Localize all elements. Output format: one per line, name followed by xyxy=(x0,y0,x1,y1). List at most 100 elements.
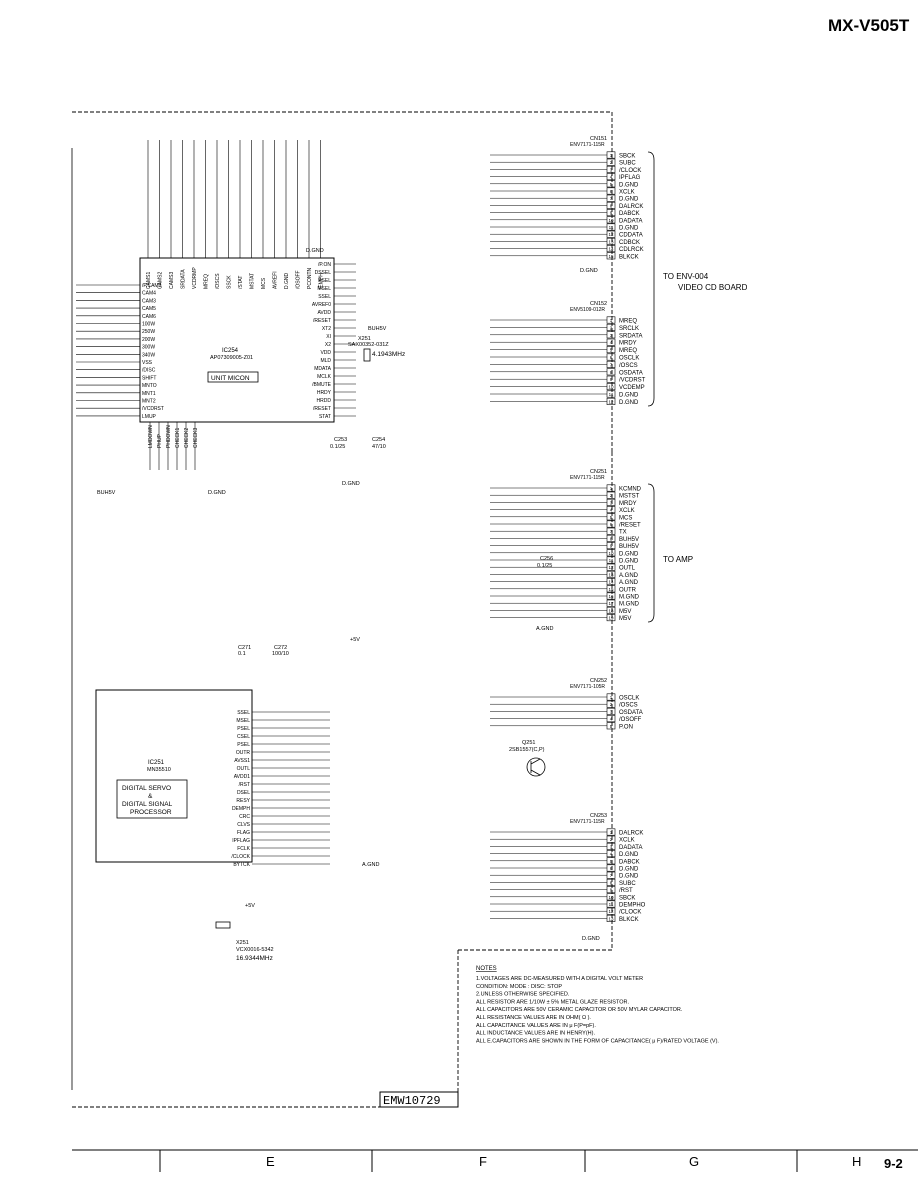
ic251-right-pin: CRC xyxy=(239,814,250,820)
cn251-pin: A.GND xyxy=(619,580,639,586)
cn152-pin: MRDY xyxy=(619,341,637,347)
ic254-left-pin: VSS xyxy=(142,360,153,366)
cn252-part: ENV7171-105R xyxy=(570,684,605,690)
ic254-left-pin: 340W xyxy=(142,352,155,358)
cn151-pin: DADATA xyxy=(619,218,642,224)
grid-col-g: G xyxy=(689,1154,699,1169)
ic251-desc-3: DIGITAL SIGNAL xyxy=(122,801,173,808)
capacitors: C253 0.1/25 C254 47/10 C256 0.1/25 C271 … xyxy=(238,437,553,657)
ic254-left-pin: MNTO xyxy=(142,383,157,389)
cn152-ref: CN152 xyxy=(590,301,607,307)
ic254-top-pin: SSCK xyxy=(227,275,233,289)
x251-ref: X251 xyxy=(358,336,371,342)
rail-bu5v-a: BUH5V xyxy=(368,326,387,332)
ic254-right-pin: HRDD xyxy=(317,398,332,404)
cn252-pin: OSDATA xyxy=(619,710,643,716)
svg-text:15: 15 xyxy=(608,587,614,592)
svg-text:3: 3 xyxy=(610,844,613,849)
rail-p5v-a: +5V xyxy=(350,637,360,643)
ic254-right-pin: XT2 xyxy=(322,326,331,332)
c256-val: 0.1/25 xyxy=(537,563,552,569)
svg-text:3: 3 xyxy=(610,333,613,338)
svg-text:15: 15 xyxy=(608,254,614,259)
svg-text:9: 9 xyxy=(610,888,613,893)
svg-text:10: 10 xyxy=(608,385,614,390)
cn251-pin: M.GND xyxy=(619,595,640,601)
svg-text:10: 10 xyxy=(608,895,614,900)
svg-text:3: 3 xyxy=(610,167,613,172)
cn253-pin: SBCK xyxy=(619,895,635,901)
note-line: ALL RESISTOR ARE 1/10W ± 5% METAL GLAZE … xyxy=(476,999,629,1005)
svg-text:6: 6 xyxy=(610,522,613,527)
svg-text:11: 11 xyxy=(609,902,614,907)
cn152-pin: D.GND xyxy=(619,393,639,399)
ic251-right-pin: SSEL xyxy=(237,710,250,716)
cn152-pin: MREQ xyxy=(619,319,637,325)
ic254-right-pin: /RESET xyxy=(313,318,331,324)
ic254-bottom-pin: LMDOWN xyxy=(148,425,154,448)
svg-text:6: 6 xyxy=(610,189,613,194)
ic254-left-pin: 100W xyxy=(142,322,155,328)
notes-block: NOTES 1.VOLTAGES ARE DC-MEASURED WITH A … xyxy=(476,966,719,1044)
svg-text:16: 16 xyxy=(608,594,614,599)
ic254-left-pin: CAM4 xyxy=(142,291,156,297)
cn251-pin: MCS xyxy=(619,515,632,521)
ic254-right-pin: AVDD xyxy=(317,310,331,316)
svg-text:5: 5 xyxy=(610,859,613,864)
cn152-pin: MREQ xyxy=(619,348,637,354)
ic254-right-pin: MSEL xyxy=(317,286,331,292)
cn251-pin: /RESET xyxy=(619,523,641,529)
svg-text:11: 11 xyxy=(609,225,614,230)
cn253-pin: /RST xyxy=(619,888,633,894)
cn151-pin: D.GND xyxy=(619,226,639,232)
cn151-ref: CN151 xyxy=(590,136,607,142)
ic251-right-pin: OUTL xyxy=(237,766,251,772)
ic254-left-pin: CAM5 xyxy=(142,306,156,312)
ic254-left-pin: /DISC xyxy=(142,368,156,374)
cn251-pin: TX xyxy=(619,530,627,536)
ic254-left-pin: /P.CAM2 xyxy=(142,283,162,289)
crystal-x251: X251 SAX00352-031Z 4.1943MHz xyxy=(348,336,405,362)
svg-text:1: 1 xyxy=(610,486,613,491)
svg-text:1: 1 xyxy=(610,318,613,323)
cn251-pin: BUH5V xyxy=(619,537,639,543)
cn151-part: ENV7171-115R xyxy=(570,142,605,148)
q251-part: 2SB1557(C,P) xyxy=(509,747,545,753)
cn152-pin: D.GND xyxy=(619,400,639,406)
svg-text:13: 13 xyxy=(608,239,614,244)
svg-text:2: 2 xyxy=(610,160,613,165)
note-line: ALL CAPACITORS ARE 50V CERAMIC CAPACITOR… xyxy=(476,1007,683,1013)
svg-text:9: 9 xyxy=(610,377,613,382)
ic254-top-pin: /STAT xyxy=(238,276,244,289)
svg-text:5: 5 xyxy=(610,182,613,187)
svg-text:8: 8 xyxy=(610,536,613,541)
cn151-pin: IPFLAG xyxy=(619,175,641,181)
ic254-top-pin: CAMS3 xyxy=(169,272,175,289)
svg-text:13: 13 xyxy=(608,916,614,921)
ic254-bottom-pin: CHECK3 xyxy=(193,427,199,448)
ic254-left-pin: CAM6 xyxy=(142,314,156,320)
cn151-pin: CDLRCK xyxy=(619,247,644,253)
cn152-pin: /VCDRST xyxy=(619,378,646,384)
x252-part: VCX0016-5342 xyxy=(236,947,274,953)
ic254-left-pin: 250W xyxy=(142,329,155,335)
svg-text:11: 11 xyxy=(609,558,614,563)
svg-text:7: 7 xyxy=(610,196,613,201)
cn151-pin: CDBCK xyxy=(619,240,640,246)
notes-title: NOTES xyxy=(476,966,497,972)
cn152-pin: SRDATA xyxy=(619,333,642,339)
ic251-dsp: IC251 MN35510 DIGITAL SERVO & DIGITAL SI… xyxy=(95,689,330,868)
cn151-pin: DALRCK xyxy=(619,204,643,210)
ic254-top-pin: AVREFI xyxy=(273,271,279,289)
svg-text:14: 14 xyxy=(608,247,614,252)
svg-text:7: 7 xyxy=(610,362,613,367)
svg-text:12: 12 xyxy=(608,565,614,570)
svg-text:11: 11 xyxy=(609,392,614,397)
svg-text:8: 8 xyxy=(610,370,613,375)
ic251-right-pin: AVDD1 xyxy=(234,774,251,780)
rail-agnd-b: A.GND xyxy=(362,862,379,868)
cn253-pin: DEMPHO xyxy=(619,903,646,909)
